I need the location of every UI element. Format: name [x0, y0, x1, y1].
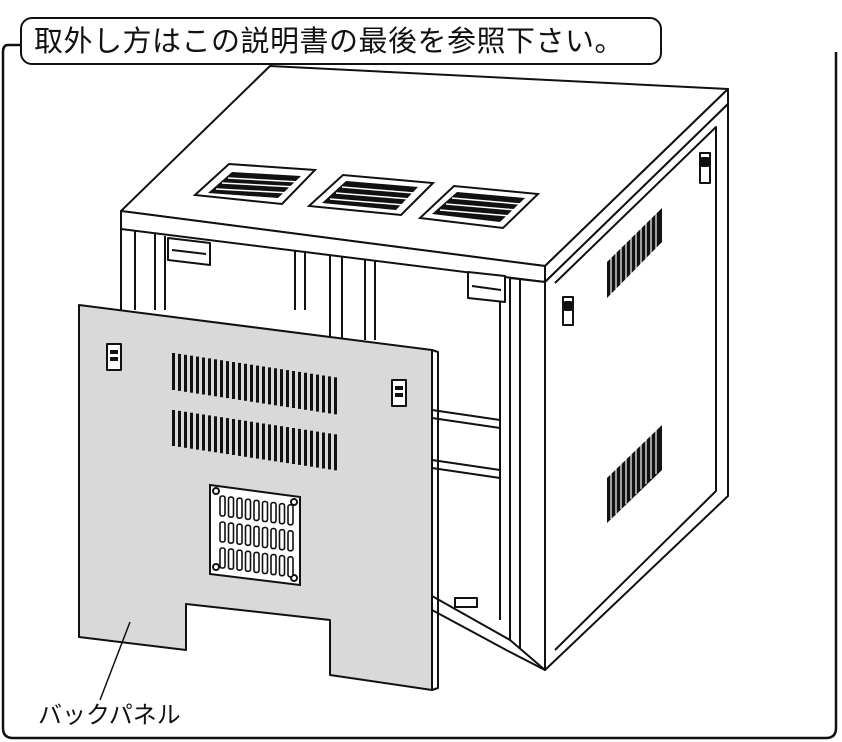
vent-slot — [256, 422, 259, 459]
vent-slot — [316, 431, 319, 468]
vent-slot — [214, 416, 217, 453]
fan-grille-slot — [219, 521, 226, 543]
vent-slot — [226, 361, 229, 399]
vent-slot — [202, 414, 205, 451]
vent-slot — [208, 358, 211, 396]
vent-slot — [292, 428, 295, 464]
fan-grille-slot — [236, 549, 243, 572]
vent-slot — [328, 433, 331, 470]
vent-slot — [274, 368, 277, 406]
vent-slot — [178, 353, 181, 391]
fan-grille-slot — [253, 551, 260, 574]
vent-slot — [316, 374, 319, 412]
fan-grille-slot — [253, 499, 260, 522]
vent-slot — [286, 427, 289, 464]
vent-slot — [322, 432, 325, 469]
back-panel-label: バックパネル — [38, 701, 181, 729]
fan-grille-slot — [270, 527, 277, 550]
instruction-callout-text: 取外し方はこの説明書の最後を参照下さい。 — [34, 24, 625, 58]
fan-grille-slot — [219, 547, 226, 569]
vent-slot — [304, 372, 307, 410]
vent-slot — [250, 364, 253, 402]
fan-grille-slot — [270, 553, 277, 576]
fan-grille-slot — [261, 526, 269, 549]
vent-slot — [322, 375, 325, 413]
front-right-post — [509, 277, 546, 671]
fan-grille-slot — [227, 548, 235, 570]
vent-slot — [238, 419, 241, 456]
instruction-callout — [20, 17, 662, 65]
outer-frame — [1, 43, 838, 740]
vent-slot — [214, 359, 217, 397]
vent-slot — [250, 421, 253, 458]
vent-slot — [256, 365, 259, 403]
vent-slot — [220, 417, 223, 454]
fan-grille-slot — [270, 501, 277, 524]
vent-slot — [172, 410, 175, 446]
fan-grille-slot — [261, 500, 269, 523]
vent-slot — [262, 423, 265, 460]
vent-slot — [280, 369, 283, 407]
leader-line — [99, 621, 131, 701]
fan-grille-slot — [278, 502, 286, 525]
fan-grille-slot — [236, 497, 243, 520]
fan-grille-slot — [253, 525, 260, 548]
vent-slot — [190, 355, 193, 393]
fan-grille-slot — [227, 496, 235, 518]
vent-slot — [244, 363, 247, 401]
vent-slot — [268, 367, 271, 405]
fan-grille-slot — [244, 550, 252, 573]
fan-grille-slot — [287, 503, 294, 526]
vent-slot — [184, 354, 187, 392]
vent-slot — [202, 357, 205, 395]
fan-grille-slot — [287, 529, 294, 552]
vent-slot — [184, 411, 187, 448]
vent-slot — [178, 410, 181, 447]
vent-slot — [220, 360, 223, 398]
vent-slot — [310, 373, 313, 411]
vent-slot — [196, 356, 199, 394]
fan-grille-slot — [278, 554, 286, 577]
vent-slot — [304, 429, 307, 466]
side-lock-upper — [699, 152, 711, 184]
panel-vent-slots — [172, 353, 337, 471]
fan-grille-slot — [278, 528, 286, 551]
vent-slot — [334, 434, 337, 471]
vent-slot — [286, 370, 289, 408]
vent-slot — [274, 425, 277, 462]
bottom-latch — [454, 597, 478, 608]
fan-grille-slot — [244, 498, 252, 521]
fan-grille-slot — [219, 495, 226, 517]
vent-slot — [244, 420, 247, 457]
vent-slot — [196, 413, 199, 450]
vent-slot — [232, 419, 235, 455]
rack-cabinet — [120, 65, 729, 671]
vent-slot — [328, 376, 331, 414]
vent-slot — [190, 412, 193, 449]
vent-slot — [280, 426, 283, 463]
vent-slot — [172, 353, 175, 390]
vent-slot — [268, 424, 271, 461]
vent-slot — [310, 430, 313, 467]
vent-slot — [238, 362, 241, 400]
fan-grille-slot — [236, 523, 243, 546]
vent-slot — [298, 371, 301, 409]
hook-right — [467, 271, 506, 303]
fan-grille-slot — [287, 555, 294, 578]
fan-grille-slot — [244, 524, 252, 547]
vent-slot — [208, 415, 211, 452]
vent-slot — [232, 362, 235, 399]
vent-slot — [226, 418, 229, 455]
fan-grille-slot — [261, 552, 269, 575]
vent-slot — [334, 377, 337, 415]
fan-grille-slot — [227, 522, 235, 544]
hook-left — [167, 237, 211, 266]
vent-slot — [262, 366, 265, 404]
vent-slot — [298, 428, 301, 465]
vent-slot — [292, 371, 295, 408]
